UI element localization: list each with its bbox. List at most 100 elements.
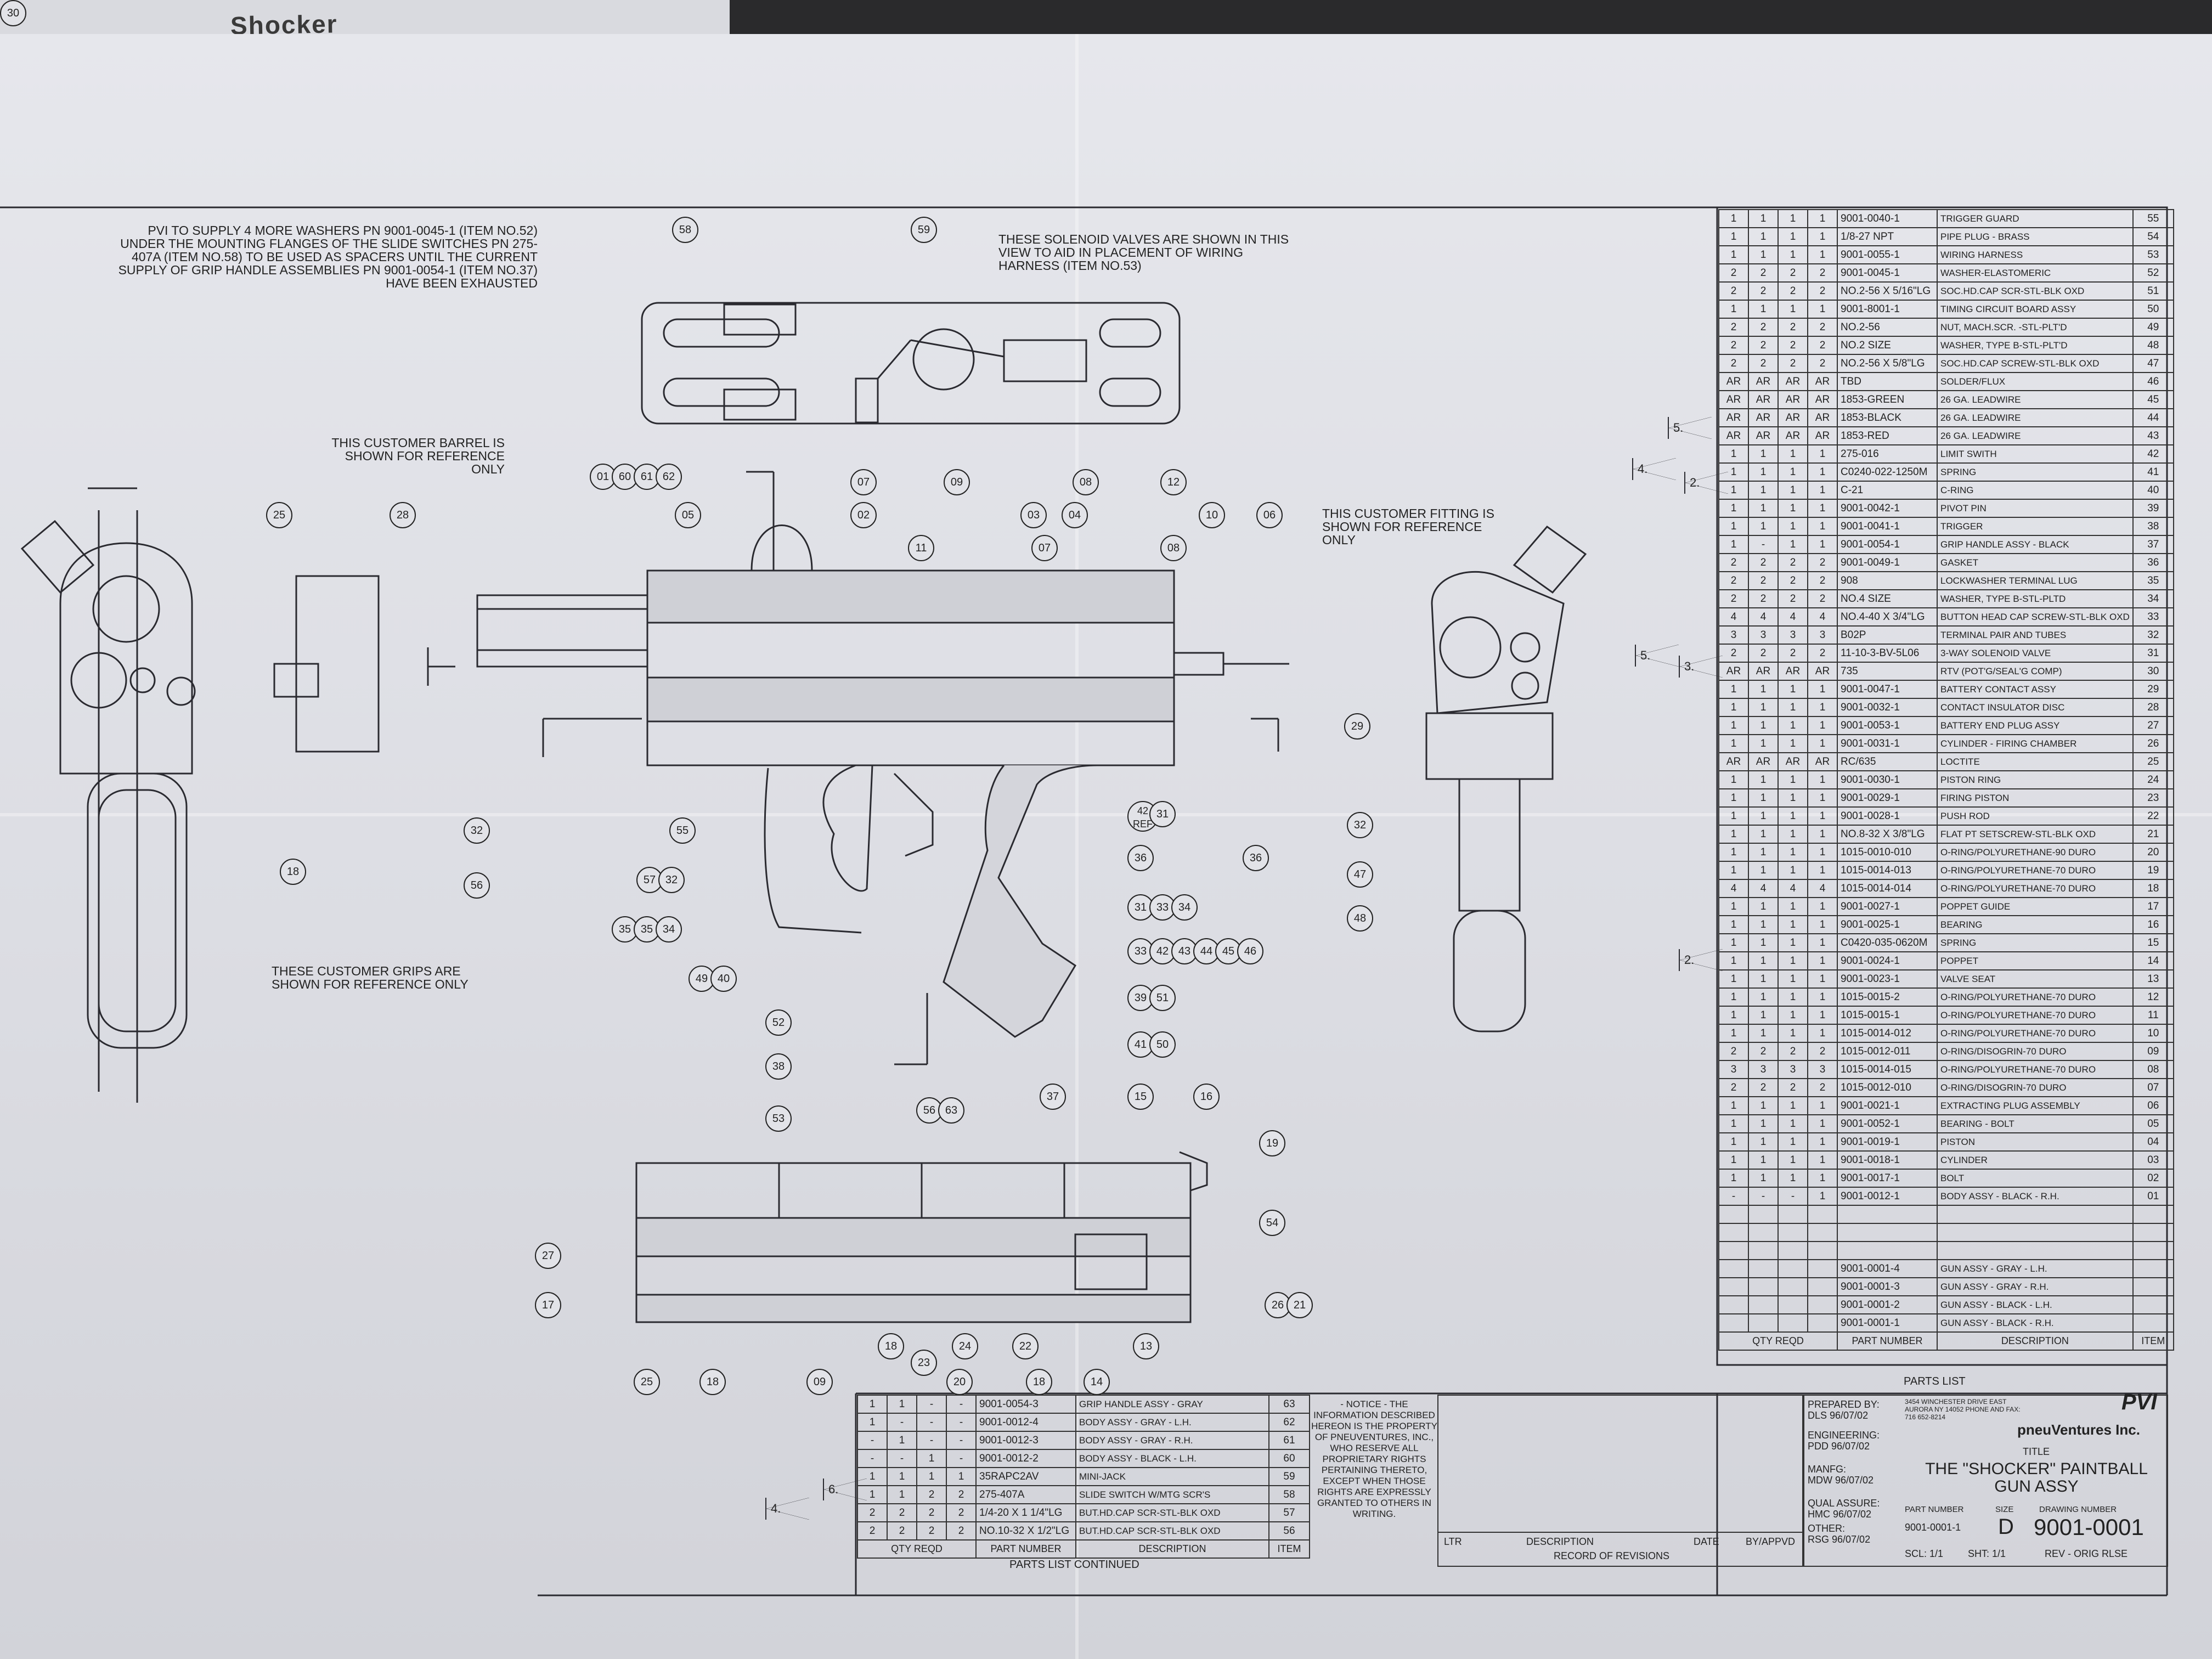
item-cell: 41 (2132, 462, 2174, 482)
qty-cell: 1 (1778, 788, 1808, 808)
qty-cell: 1 (1718, 915, 1749, 934)
description-cell: MINI-JACK (1075, 1467, 1269, 1486)
part-number-cell: 9001-0017-1 (1837, 1169, 1938, 1188)
qty-cell: 4 (1778, 879, 1808, 898)
item-balloon: 51 (1149, 985, 1176, 1011)
qty-cell: 1 (1718, 1169, 1749, 1188)
qty-cell: 3 (1748, 625, 1779, 645)
item-cell: 63 (1268, 1395, 1310, 1414)
title-label: TITLE (2023, 1446, 2050, 1457)
qty-cell: 1 (1778, 1024, 1808, 1043)
item-balloon: 49 (689, 966, 715, 992)
item-cell: 57 (1268, 1503, 1310, 1522)
drawing-number: 9001-0001 (2034, 1514, 2144, 1540)
description-cell: WASHER, TYPE B-STL-PLT'D (1937, 336, 2134, 355)
description-cell: BUT.HD.CAP SCR-STL-BLK OXD (1075, 1503, 1269, 1522)
rev-ltr: LTR (1444, 1536, 1462, 1547)
qty-cell: 1 (1718, 300, 1749, 319)
item-cell: 32 (2132, 625, 2174, 645)
qty-cell: 1 (1748, 843, 1779, 862)
qty-cell: 1 (1778, 843, 1808, 862)
item-cell: 60 (1268, 1449, 1310, 1468)
qty-cell: AR (1807, 372, 1838, 391)
qty-cell: 2 (1778, 553, 1808, 572)
qty-cell: 1 (1748, 788, 1779, 808)
qty-cell: 1 (1718, 770, 1749, 789)
item-cell: 08 (2132, 1060, 2174, 1079)
qty-cell: 1 (1807, 1169, 1838, 1188)
qty-cell: 1 (1807, 897, 1838, 916)
company-address: 3454 WINCHESTER DRIVE EAST AURORA NY 140… (1905, 1398, 2021, 1421)
item-balloon: 07 (1031, 535, 1058, 561)
qty-cell: - (857, 1431, 888, 1450)
qty-cell: 1 (1748, 915, 1779, 934)
description-cell: BEARING - BOLT (1937, 1114, 2134, 1133)
item-balloon: 32 (658, 867, 685, 893)
size: D (1998, 1515, 2014, 1539)
item-cell: 02 (2132, 1169, 2174, 1188)
item-balloon: 24 (952, 1333, 978, 1359)
qty-cell: 3 (1718, 1060, 1749, 1079)
qty-cell: 1 (1778, 825, 1808, 844)
item-balloon: 02 (850, 502, 877, 528)
part-number-cell: 9001-8001-1 (1837, 300, 1938, 319)
qty-cell: 1 (1718, 1024, 1749, 1043)
qty-cell (1807, 1241, 1838, 1260)
bottom-section-view (635, 1151, 1208, 1323)
part-number-cell: 1015-0014-012 (1837, 1024, 1938, 1043)
qty-cell: 1 (1778, 245, 1808, 264)
qty-cell: 1 (1807, 861, 1838, 880)
revision: REV - ORIG RLSE (2045, 1548, 2128, 1559)
item-balloon: 59 (911, 217, 937, 243)
qty-cell: 2 (1807, 263, 1838, 283)
description-cell: BEARING (1937, 915, 2134, 934)
part-number-cell: 9001-0027-1 (1837, 897, 1938, 916)
qty-cell: - (946, 1413, 977, 1432)
qty-cell: 1 (887, 1431, 917, 1450)
part-number-cell: 9001-0042-1 (1837, 499, 1938, 518)
qty-cell: 1 (1718, 897, 1749, 916)
item-balloon: 12 (1160, 469, 1187, 495)
item-balloon: 14 (1084, 1369, 1110, 1395)
fold-line (1075, 34, 1079, 1659)
part-number-cell: NO.2-56 X 5/16"LG (1837, 281, 1938, 301)
part-number-cell: 735 (1837, 662, 1938, 681)
description-cell: SOC.HD.CAP SCR-STL-BLK OXD (1937, 281, 2134, 301)
item-balloon: 50 (1149, 1031, 1176, 1058)
part-number-cell: 9001-0001-2 (1837, 1295, 1938, 1314)
qty-cell (1807, 1313, 1838, 1333)
prepared-by-label: PREPARED BY: (1808, 1399, 1880, 1410)
qty-cell: 1 (1748, 481, 1779, 500)
parts-list-row (1718, 1223, 2174, 1242)
qty-cell: 2 (1718, 281, 1749, 301)
item-balloon: 43 (1171, 938, 1198, 964)
item-cell (2132, 1223, 2174, 1242)
description-cell: SPRING (1937, 462, 2134, 482)
revision-flag: 4. (1632, 458, 1676, 480)
description-cell: O-RING/POLYURETHANE-70 DURO (1937, 1006, 2134, 1025)
description-cell: O-RING/POLYURETHANE-70 DURO (1937, 1060, 2134, 1079)
qty-cell: 3 (1807, 1060, 1838, 1079)
qty-cell: 1 (1807, 300, 1838, 319)
qty-cell: 2 (1718, 318, 1749, 337)
qty-cell: 2 (1807, 553, 1838, 572)
rear-view-left (20, 487, 196, 1103)
qty-cell: 1 (1778, 951, 1808, 970)
item-cell: 16 (2132, 915, 2174, 934)
item-balloon: 54 (1259, 1210, 1285, 1236)
qty-cell: AR (1778, 408, 1808, 427)
qty-cell: 1 (1748, 680, 1779, 699)
qty-cell: 1 (1807, 988, 1838, 1007)
revisions-box: LTR DESCRIPTION DATE BY/APPVD RECORD OF … (1437, 1395, 1804, 1567)
